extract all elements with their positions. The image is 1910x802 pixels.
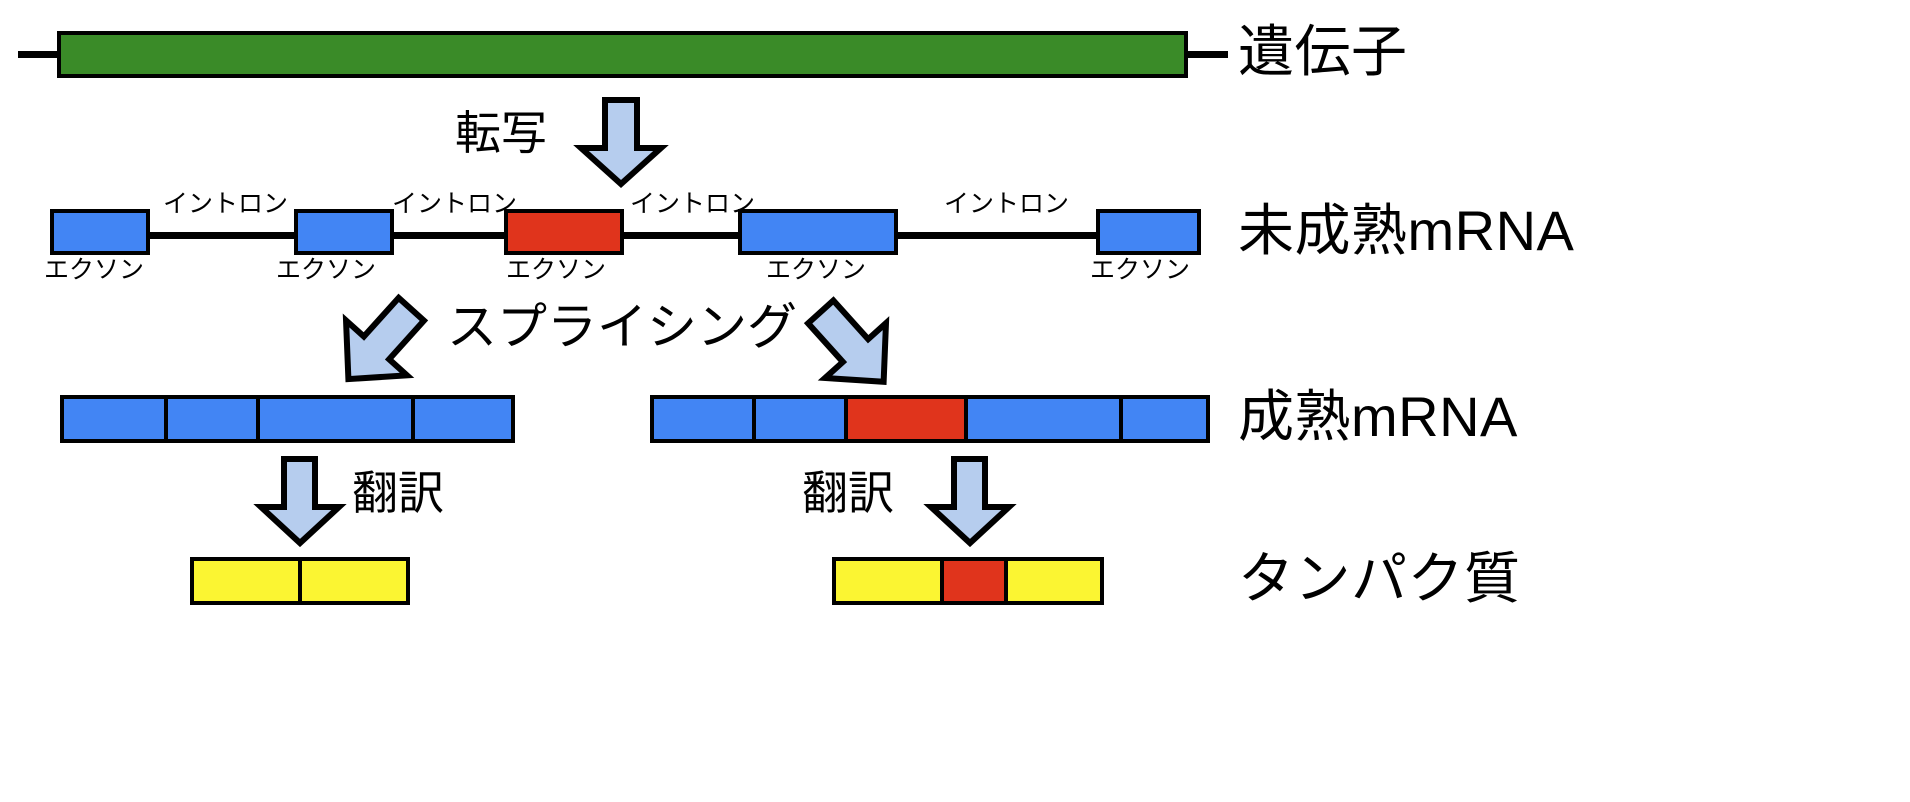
protein-left-segment-1 [194,561,298,601]
translation-arrow-left-icon [253,455,347,548]
protein-left [190,557,410,605]
mature-mrna-left-segment-1 [64,399,164,439]
pre-mrna-backbone-3 [622,232,739,239]
mature-mrna-right-segment-2 [752,399,844,439]
gene-right-tick [1186,51,1228,58]
pre-mrna-exon-4 [738,209,898,255]
pre-mrna-backbone-1 [148,232,296,239]
protein-right-segment-2 [940,561,1004,601]
protein-right-segment-1 [836,561,940,601]
intron-label-1: イントロン [163,190,289,218]
step-label-splicing: スプライシング [447,299,797,355]
mature-mrna-right-segment-5 [1119,399,1206,439]
exon-label-4: エクソン [766,257,867,284]
transcription-arrow-icon [573,96,669,189]
mature-mrna-right-segment-3 [844,399,964,439]
translation-arrow-right-icon [923,455,1017,548]
protein-left-segment-2 [298,561,406,601]
row-label-gene: 遺伝子 [1238,20,1408,83]
protein-right-segment-3 [1004,561,1100,601]
exon-label-2: エクソン [276,257,377,284]
splicing-arrow-right-icon [800,292,910,402]
splicing-arrow-left-icon [325,292,435,402]
mature-mrna-right-segment-1 [654,399,752,439]
mature-mrna-left-segment-2 [164,399,256,439]
step-label-translation-right: 翻訳 [802,467,894,519]
pre-mrna-exon-3 [504,209,624,255]
pre-mrna-exon-5 [1096,209,1201,255]
exon-label-1: エクソン [44,257,145,284]
exon-label-5: エクソン [1090,257,1191,284]
intron-label-2: イントロン [392,190,518,218]
pre-mrna-exon-1 [50,209,150,255]
gene-left-tick [18,51,60,58]
mature-mrna-right [650,395,1210,443]
row-label-mature-mrna: 成熟mRNA [1238,385,1518,448]
intron-label-4: イントロン [944,190,1070,218]
mature-mrna-left-segment-3 [256,399,411,439]
pre-mrna-backbone-2 [392,232,504,239]
mature-mrna-left-segment-4 [411,399,511,439]
exon-label-3: エクソン [506,257,607,284]
pre-mrna-exon-2 [294,209,394,255]
gene-bar [57,31,1188,78]
protein-right [832,557,1104,605]
step-label-translation-left: 翻訳 [352,467,444,519]
row-label-protein: タンパク質 [1238,547,1521,610]
mature-mrna-right-segment-4 [964,399,1119,439]
step-label-transcription: 転写 [455,107,547,159]
intron-label-3: イントロン [630,190,756,218]
pre-mrna-backbone-4 [897,232,1097,239]
mature-mrna-left [60,395,515,443]
row-label-pre-mrna: 未成熟mRNA [1238,199,1575,262]
